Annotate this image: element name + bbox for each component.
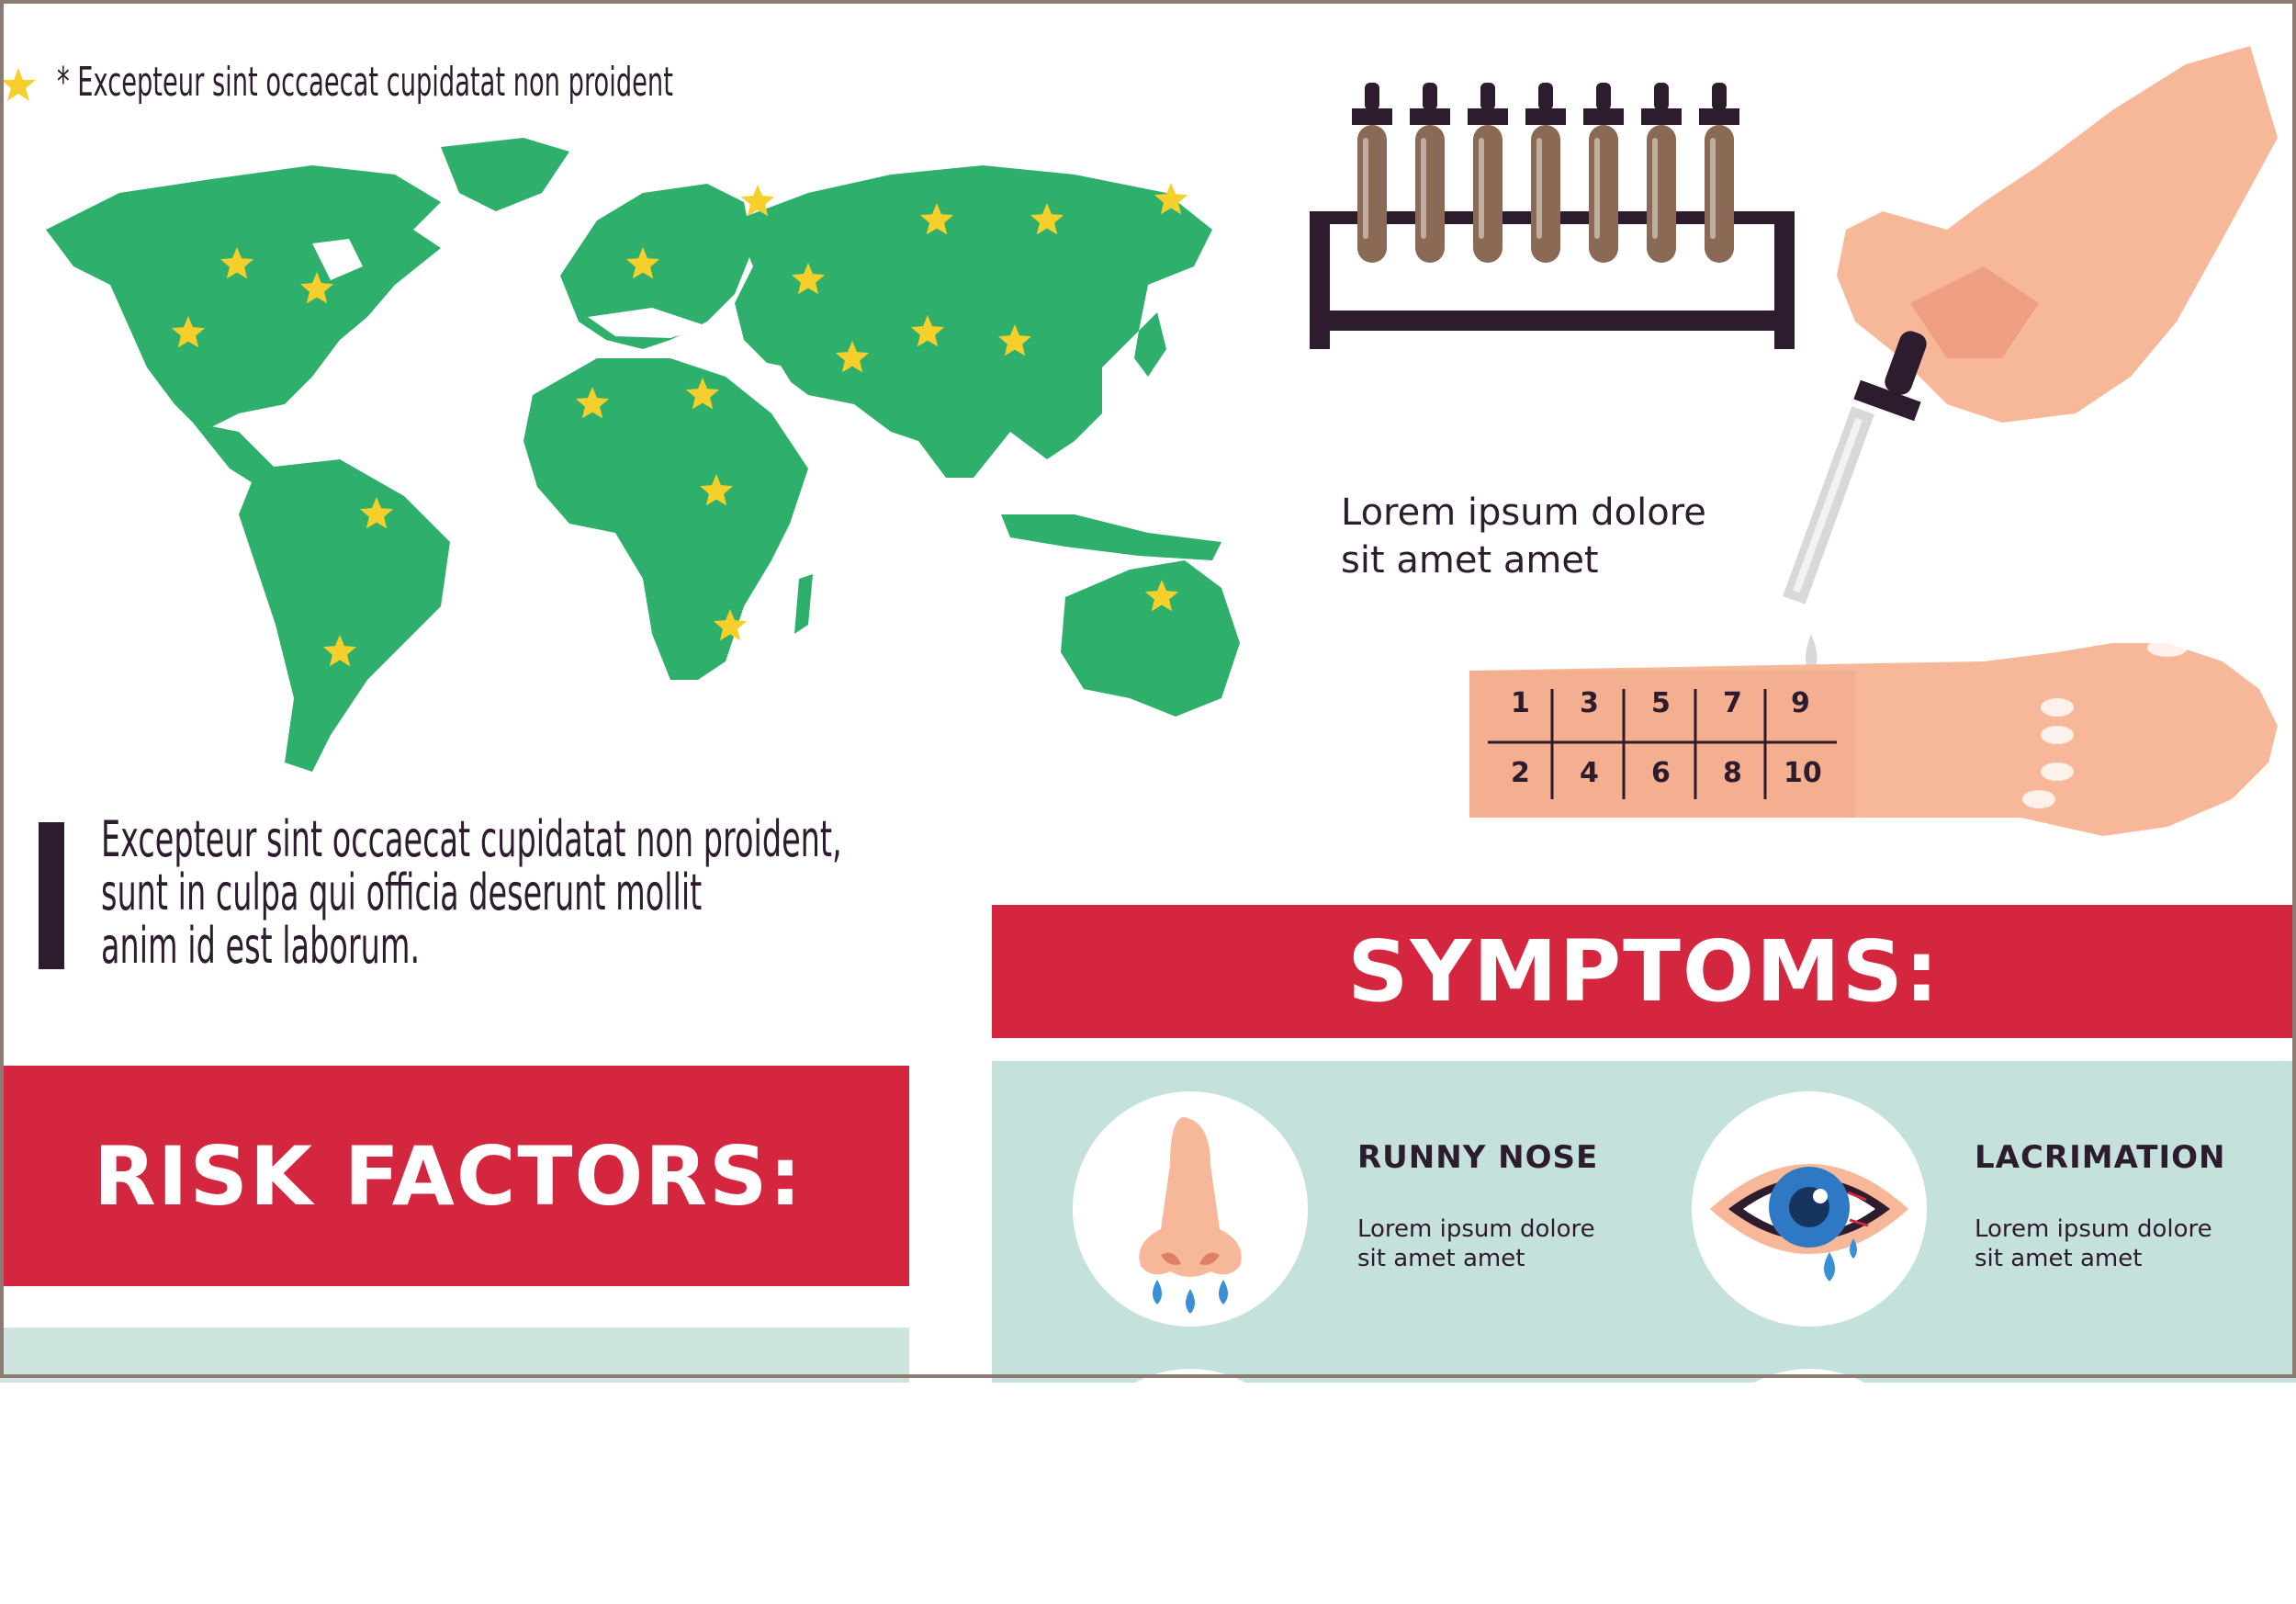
star-icon — [1154, 183, 1188, 215]
water-cutouts — [312, 239, 799, 395]
grid-number: 2 — [1511, 757, 1530, 789]
test-tubes — [1352, 83, 1739, 263]
symptom-title-runny-nose: RUNNY NOSE — [1357, 1139, 1599, 1176]
symptom-circle — [1692, 1369, 1927, 1604]
grid-number: 9 — [1791, 687, 1810, 719]
australia — [1061, 560, 1240, 717]
test-tube — [1410, 108, 1450, 125]
test-tube — [1480, 83, 1495, 110]
nose-icon — [1139, 1117, 1242, 1314]
grid-number: 5 — [1651, 687, 1671, 719]
test-tube — [1352, 108, 1392, 125]
star-icon — [685, 378, 720, 410]
symptom-desc-lacrimation: Lorem ipsum dolore sit amet amet — [1975, 1215, 2212, 1272]
star-icon — [219, 247, 254, 279]
test-tube — [1596, 83, 1611, 110]
test-tube — [1479, 138, 1484, 239]
madagascar — [794, 574, 813, 634]
test-tube — [1641, 108, 1682, 125]
indonesia — [1001, 514, 1221, 560]
test-tube — [1468, 108, 1508, 125]
test-caption: Lorem ipsum dolore sit amet amet — [1341, 491, 1706, 582]
star-icon — [1030, 203, 1064, 235]
symptom-desc-runny-nose: Lorem ipsum dolore sit amet amet — [1357, 1215, 1595, 1272]
test-tube — [1652, 138, 1658, 239]
risk-factors-panel — [0, 1327, 909, 1383]
test-tube — [1473, 125, 1503, 263]
star-icon — [575, 387, 610, 419]
star-icon — [359, 497, 394, 529]
test-tube — [1705, 125, 1734, 263]
japan — [1134, 312, 1166, 377]
tears-icon — [1824, 1238, 1857, 1282]
map-legend-text: * Excepteur sint occaecat cupidatat non … — [57, 59, 673, 106]
symptoms-heading: SYMPTOMS: — [992, 905, 2296, 1038]
star-icon — [699, 474, 734, 506]
star-icon — [171, 316, 206, 348]
star-icon — [625, 247, 660, 279]
grid-number: 4 — [1580, 757, 1599, 789]
grid-number: 1 — [1511, 687, 1530, 719]
test-tube — [1357, 125, 1387, 263]
allergy-skin-test-illustration — [1469, 46, 2278, 836]
star-icon — [299, 272, 334, 304]
accent-bar — [39, 822, 64, 969]
star-icon — [791, 263, 826, 295]
continents — [46, 138, 1240, 772]
world-map — [46, 138, 1240, 772]
star-icon — [910, 315, 945, 347]
grid-number: 6 — [1651, 757, 1671, 789]
star-icon — [919, 203, 954, 235]
africa — [523, 358, 808, 680]
test-tube — [1712, 83, 1727, 110]
star-icon — [835, 341, 870, 373]
description-text: Excepteur sint occaecat cupidatat non pr… — [101, 810, 842, 975]
test-tube — [1538, 83, 1553, 110]
star-icon — [997, 324, 1032, 356]
star-icon — [713, 609, 748, 641]
star-icon — [1144, 580, 1179, 612]
grid-number: 8 — [1723, 757, 1742, 789]
north-america — [46, 165, 441, 432]
star-icon — [322, 635, 357, 667]
test-tube — [1647, 125, 1676, 263]
runny-nose-circle — [1073, 1091, 1308, 1327]
asia — [735, 165, 1212, 478]
test-tube — [1421, 138, 1426, 239]
drops-icon — [1153, 1280, 1228, 1314]
eye-icon — [1710, 1164, 1908, 1282]
test-tube — [1536, 138, 1542, 239]
test-tube — [1589, 125, 1618, 263]
europe — [560, 184, 753, 349]
dropper-icon — [1783, 331, 1927, 675]
test-tube — [1363, 138, 1368, 239]
grid-number: 7 — [1723, 687, 1742, 719]
lacrimation-circle — [1692, 1091, 1927, 1327]
test-tube — [1594, 138, 1600, 239]
test-tube — [1525, 108, 1566, 125]
symptom-circle — [1073, 1369, 1308, 1604]
south-america — [239, 459, 450, 772]
test-tube-rack-icon — [1310, 83, 1795, 349]
test-tube — [1654, 83, 1669, 110]
test-tube — [1423, 83, 1437, 110]
test-grid — [1488, 689, 1837, 799]
star-icon — [1, 68, 36, 101]
greenland — [441, 138, 569, 211]
star-icon — [740, 185, 775, 217]
symptom-title-lacrimation: LACRIMATION — [1975, 1139, 2226, 1176]
test-tube — [1531, 125, 1560, 263]
test-tube — [1583, 108, 1624, 125]
test-tube — [1365, 83, 1379, 110]
risk-factors-heading: RISK FACTORS: — [0, 1066, 909, 1286]
test-tube — [1710, 138, 1716, 239]
test-tube — [1415, 125, 1445, 263]
grid-number: 3 — [1580, 687, 1599, 719]
test-tube — [1699, 108, 1739, 125]
grid-number: 10 — [1784, 757, 1822, 789]
